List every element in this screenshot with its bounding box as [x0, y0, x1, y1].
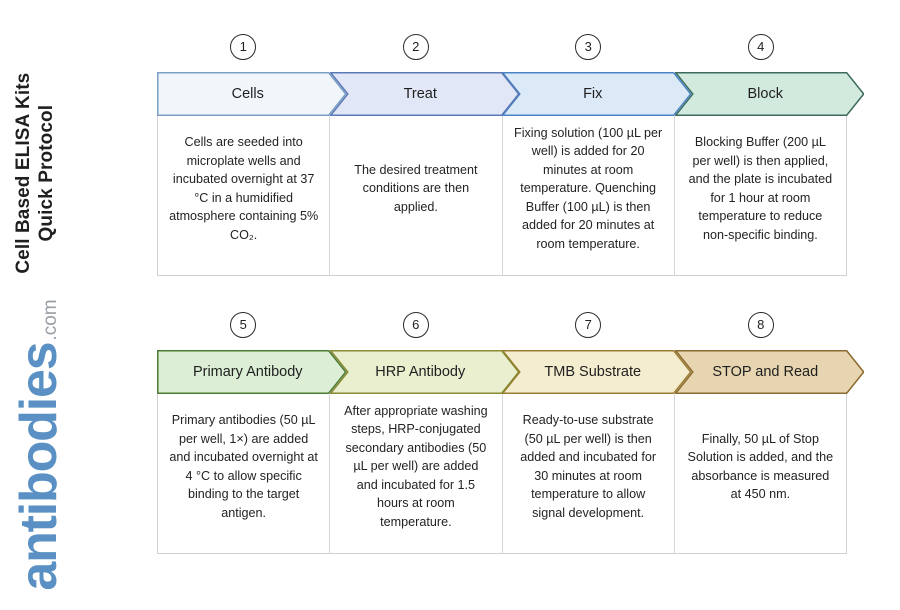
- step-label-8: STOP and Read: [712, 364, 819, 380]
- step-number-5: 5: [230, 312, 257, 338]
- brand-name: antibodies: [10, 342, 68, 591]
- protocol-row-2: 5 6 7 8 Primary Antibody HRP Antibody TMB Sub…: [157, 312, 864, 554]
- step-label-7: TMB Substrate: [544, 364, 642, 380]
- brand-logo: antibodies.com: [9, 280, 69, 610]
- step-label-4: Block: [747, 86, 783, 102]
- step-description-cell-6: After appropriate washing steps, HRP-con…: [330, 394, 503, 553]
- step-chevron-1[interactable]: Cells: [157, 72, 347, 116]
- step-number-4: 4: [747, 34, 774, 60]
- step-description-cell-8: Finally, 50 µL of Stop Solution is added…: [675, 394, 846, 553]
- step-numbers-row-1: 1 2 3 4: [157, 34, 847, 72]
- step-description-cell-3: Fixing solution (100 µL per well) is add…: [503, 116, 675, 275]
- step-chevron-6[interactable]: HRP Antibody: [329, 350, 519, 394]
- step-label-6: HRP Antibody: [375, 364, 466, 380]
- step-chevron-2[interactable]: Treat: [329, 72, 519, 116]
- step-number-6: 6: [402, 312, 429, 338]
- step-number-7: 7: [575, 312, 602, 338]
- step-numbers-row-2: 5 6 7 8: [157, 312, 847, 350]
- description-strip-row-1: Cells are seeded into microplate wells a…: [157, 116, 847, 276]
- step-label-5: Primary Antibody: [192, 364, 303, 380]
- step-label-1: Cells: [231, 86, 264, 102]
- step-number-8: 8: [747, 312, 774, 338]
- step-description-5: Primary antibodies (50 µL per well, 1×) …: [169, 413, 318, 520]
- step-description-cell-1: Cells are seeded into microplate wells a…: [158, 116, 331, 275]
- left-rail: Cell Based ELISA Kits Quick Protocol ant…: [0, 0, 150, 594]
- step-label-3: Fix: [583, 86, 603, 102]
- step-chevron-3[interactable]: Fix: [502, 72, 692, 116]
- step-chevron-7[interactable]: TMB Substrate: [502, 350, 692, 394]
- step-description-7: Ready-to-use substrate (50 µL per well) …: [520, 413, 657, 520]
- step-number-2: 2: [402, 34, 429, 60]
- step-description-4: Blocking Buffer (200 µL per well) is the…: [688, 135, 833, 242]
- brand-tld: .com: [40, 299, 61, 341]
- description-strip-row-2: Primary antibodies (50 µL per well, 1×) …: [157, 394, 847, 554]
- step-chevron-8[interactable]: STOP and Read: [674, 350, 864, 394]
- step-label-2: Treat: [403, 86, 437, 102]
- step-description-cell-5: Primary antibodies (50 µL per well, 1×) …: [158, 394, 331, 553]
- step-description-1: Cells are seeded into microplate wells a…: [169, 135, 319, 242]
- step-number-1: 1: [230, 34, 257, 60]
- chevron-strip-row-1: Cells Treat Fix Block: [157, 72, 864, 116]
- step-description-cell-7: Ready-to-use substrate (50 µL per well) …: [503, 394, 675, 553]
- step-description-6: After appropriate washing steps, HRP-con…: [344, 403, 488, 529]
- step-chevron-4[interactable]: Block: [674, 72, 864, 116]
- step-number-3: 3: [575, 34, 602, 60]
- step-description-2: The desired treatment conditions are the…: [354, 162, 478, 214]
- step-chevron-5[interactable]: Primary Antibody: [157, 350, 347, 394]
- step-description-3: Fixing solution (100 µL per well) is add…: [514, 125, 663, 251]
- chevron-strip-row-2: Primary Antibody HRP Antibody TMB Substrat…: [157, 350, 864, 394]
- step-description-8: Finally, 50 µL of Stop Solution is added…: [687, 431, 834, 502]
- step-description-cell-2: The desired treatment conditions are the…: [330, 116, 503, 275]
- protocol-row-1: 1 2 3 4 Cells Treat Fix Block Cells are seeded…: [157, 34, 864, 276]
- step-description-cell-4: Blocking Buffer (200 µL per well) is the…: [675, 116, 846, 275]
